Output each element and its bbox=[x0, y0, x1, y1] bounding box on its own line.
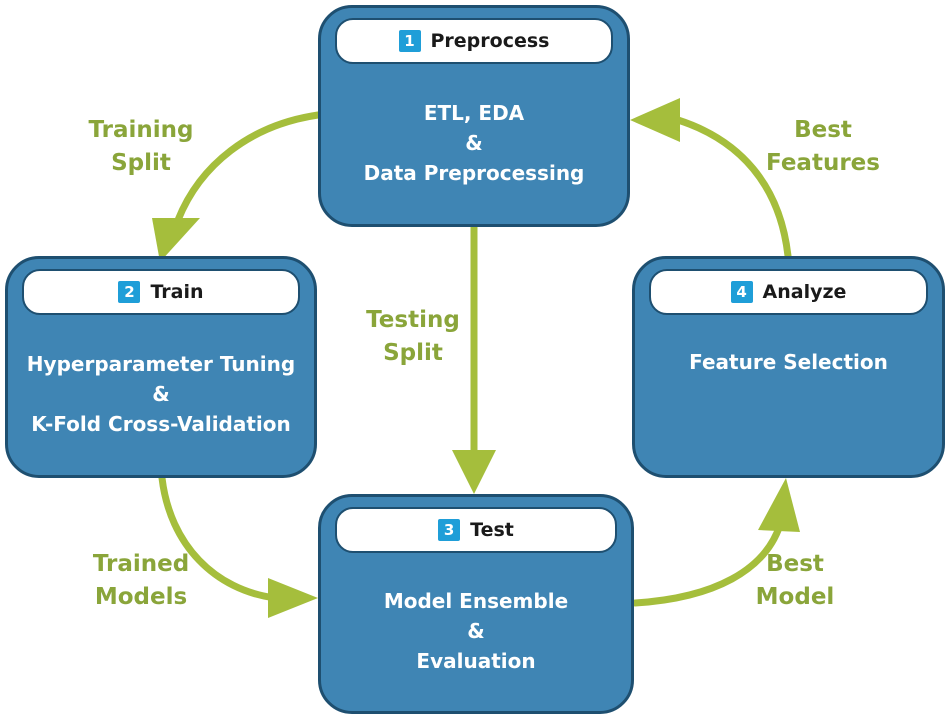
arrowhead-test-down bbox=[452, 450, 496, 494]
label-best-features: Best Features bbox=[766, 117, 880, 176]
step-number-badge: 3 bbox=[438, 519, 461, 541]
step-description-line: Data Preprocessing bbox=[363, 161, 585, 185]
label-testing-split: Testing Split bbox=[366, 307, 460, 366]
arrow-preprocess-to-train bbox=[174, 111, 322, 224]
step-preprocess-card: 1 Preprocess ETL, EDA & Data Preprocessi… bbox=[318, 5, 630, 227]
label-trained-models: Trained Models bbox=[92, 551, 190, 610]
step-title: Train bbox=[150, 281, 204, 303]
step-title: Preprocess bbox=[430, 30, 550, 52]
step-number-badge: 4 bbox=[730, 281, 753, 303]
step-test-body: Model Ensemble & Evaluation bbox=[329, 561, 623, 701]
step-number-badge: 2 bbox=[118, 281, 141, 303]
step-description-line: Evaluation bbox=[416, 649, 536, 673]
step-test-card: 3 Test Model Ensemble & Evaluation bbox=[318, 494, 634, 714]
arrow-analyze-to-preprocess bbox=[674, 116, 792, 260]
step-test-header: 3 Test bbox=[335, 507, 617, 553]
step-preprocess-header: 1 Preprocess bbox=[335, 18, 613, 64]
step-preprocess-body: ETL, EDA & Data Preprocessing bbox=[329, 72, 619, 214]
step-title: Test bbox=[470, 519, 514, 541]
step-train-header: 2 Train bbox=[22, 269, 300, 315]
step-description-line: Feature Selection bbox=[689, 350, 888, 374]
arrow-test-to-analyze bbox=[631, 521, 784, 607]
step-analyze-card: 4 Analyze Feature Selection bbox=[632, 256, 945, 478]
arrow-train-to-test bbox=[158, 474, 279, 602]
step-description-line: & bbox=[465, 131, 483, 155]
step-analyze-header: 4 Analyze bbox=[649, 269, 928, 315]
step-description-line: ETL, EDA bbox=[423, 101, 525, 125]
arrowhead-best-features bbox=[630, 98, 680, 142]
step-description-line: Model Ensemble bbox=[383, 589, 569, 613]
step-number-badge: 1 bbox=[398, 30, 421, 52]
step-title: Analyze bbox=[762, 281, 847, 303]
step-train-body: Hyperparameter Tuning & K-Fold Cross-Val… bbox=[16, 323, 306, 465]
label-best-model: Best Model bbox=[755, 551, 835, 610]
label-training-split: Training Split bbox=[88, 117, 194, 176]
step-train-card: 2 Train Hyperparameter Tuning & K-Fold C… bbox=[5, 256, 317, 478]
arrowhead-best-model bbox=[758, 478, 800, 532]
step-analyze-body: Feature Selection bbox=[643, 323, 934, 465]
arrowhead-train bbox=[152, 218, 200, 262]
step-description-line: K-Fold Cross-Validation bbox=[31, 412, 291, 436]
arrowhead-trained-models bbox=[268, 578, 318, 618]
step-description-line: Hyperparameter Tuning bbox=[26, 352, 296, 376]
step-description-line: & bbox=[152, 382, 170, 406]
step-description-line: & bbox=[467, 619, 485, 643]
